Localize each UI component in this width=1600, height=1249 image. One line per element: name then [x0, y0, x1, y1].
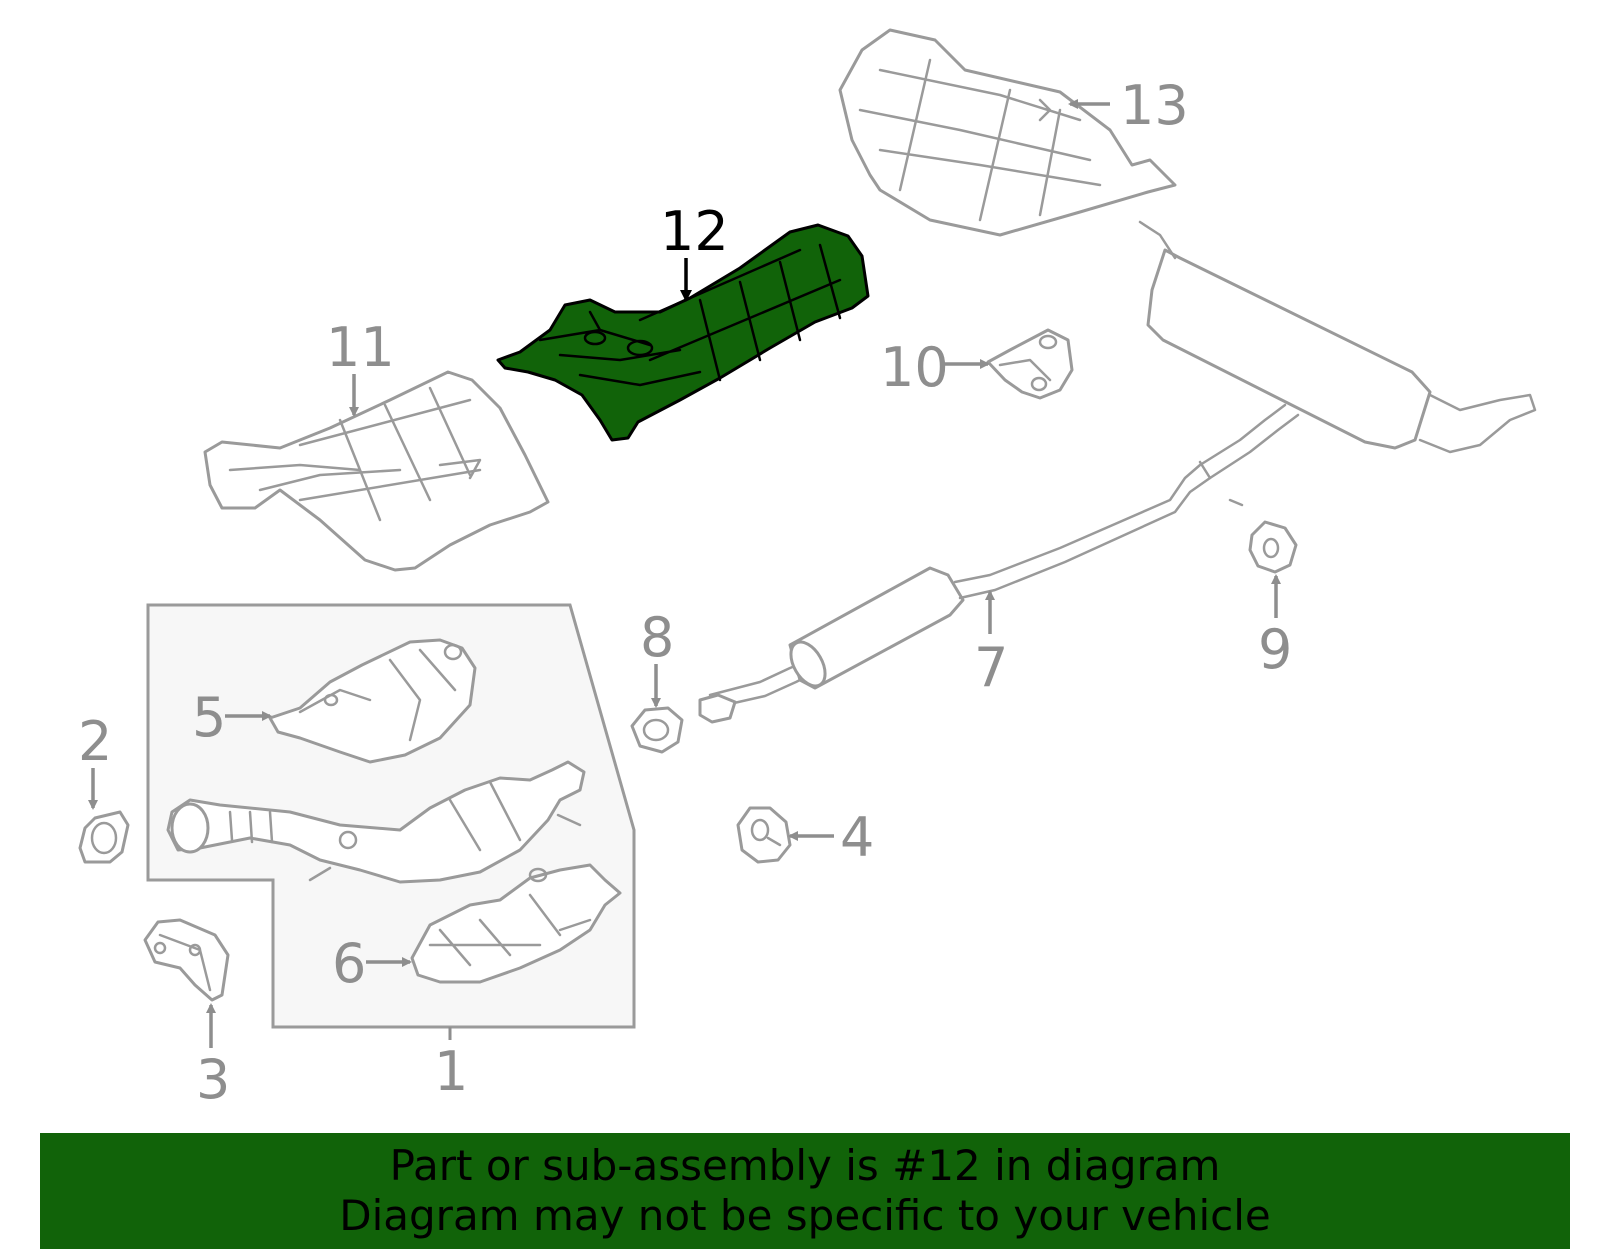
- part-2-gasket[interactable]: [78, 810, 130, 864]
- label-3[interactable]: 3: [196, 1048, 230, 1111]
- banner-line-1: Part or sub-assembly is #12 in diagram: [389, 1141, 1221, 1190]
- label-2[interactable]: 2: [78, 710, 112, 773]
- label-5[interactable]: 5: [192, 686, 226, 749]
- part-8-gasket[interactable]: [630, 706, 684, 754]
- label-11[interactable]: 11: [326, 316, 395, 379]
- label-6[interactable]: 6: [332, 932, 366, 995]
- info-banner: Part or sub-assembly is #12 in diagram D…: [40, 1133, 1570, 1249]
- label-8[interactable]: 8: [640, 606, 674, 669]
- label-13[interactable]: 13: [1120, 74, 1189, 137]
- part-12-heat-shield-highlighted[interactable]: [496, 223, 870, 442]
- part-6-lower-shield[interactable]: [410, 863, 622, 984]
- part-7-exhaust-pipe-muffler[interactable]: [698, 220, 1537, 724]
- part-5-converter-shield[interactable]: [268, 638, 477, 764]
- banner-line-2: Diagram may not be specific to your vehi…: [339, 1191, 1271, 1240]
- label-9[interactable]: 9: [1258, 618, 1292, 681]
- label-1[interactable]: 1: [434, 1040, 468, 1103]
- part-3-bracket[interactable]: [143, 918, 230, 1002]
- part-1-converter-pipe[interactable]: [166, 760, 586, 884]
- label-10[interactable]: 10: [880, 336, 949, 399]
- part-13-rear-heat-shield[interactable]: [838, 28, 1177, 237]
- label-4[interactable]: 4: [840, 806, 874, 869]
- part-4-rubber-hanger[interactable]: [736, 806, 792, 864]
- part-11-front-heat-shield[interactable]: [203, 370, 550, 572]
- part-10-bracket[interactable]: [986, 328, 1074, 400]
- label-12[interactable]: 12: [660, 200, 729, 263]
- part-9-rubber-hanger[interactable]: [1248, 520, 1298, 574]
- label-7[interactable]: 7: [974, 636, 1008, 699]
